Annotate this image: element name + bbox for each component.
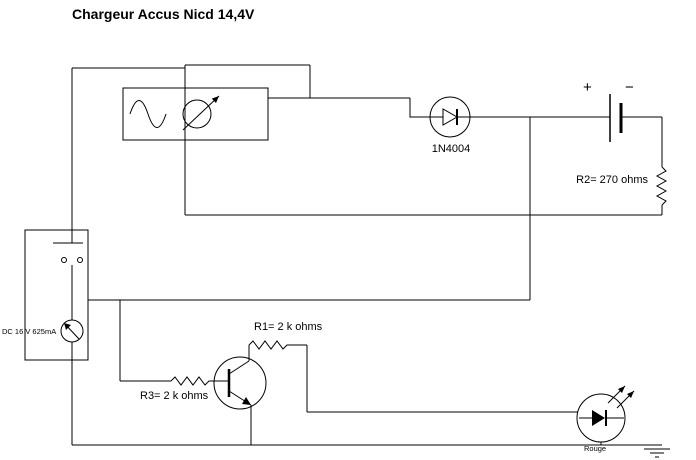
diode-body bbox=[429, 96, 471, 138]
led-color-label: Rouge bbox=[584, 444, 606, 453]
resistor-zigzag bbox=[248, 340, 291, 350]
adjust-arrow-line bbox=[182, 95, 220, 131]
transformer-box bbox=[122, 87, 269, 141]
r1-label: R1= 2 k ohms bbox=[254, 321, 323, 333]
button-contact-left bbox=[61, 257, 67, 263]
dc-input-enclosure bbox=[24, 229, 89, 361]
battery-minus-sign: − bbox=[625, 79, 634, 96]
resistor-zigzag bbox=[655, 166, 668, 206]
r2-label: R2= 270 ohms bbox=[576, 174, 648, 186]
resistor-r1: R1= 2 k ohms bbox=[248, 321, 323, 350]
ground-symbol bbox=[644, 448, 670, 458]
transformer bbox=[122, 87, 269, 141]
led-rouge: Rouge bbox=[576, 385, 635, 453]
page-title: Chargeur Accus Nicd 14,4V bbox=[72, 6, 255, 22]
transistor-body bbox=[213, 356, 267, 410]
battery: + − bbox=[583, 79, 634, 142]
ac-sine-icon bbox=[129, 100, 167, 128]
dc-connector bbox=[60, 319, 84, 343]
push-button bbox=[53, 242, 83, 263]
led-body bbox=[576, 393, 626, 443]
dc-arrowhead-icon bbox=[64, 323, 71, 330]
button-contact-right bbox=[77, 257, 83, 263]
regulator-symbol bbox=[182, 95, 220, 131]
regulator-dial-icon bbox=[182, 99, 212, 129]
led-emission-arrows bbox=[607, 385, 635, 409]
diode-label: 1N4004 bbox=[432, 143, 471, 155]
adjust-arrowhead-icon bbox=[211, 96, 219, 103]
circuit-wires bbox=[71, 64, 663, 446]
battery-plus-sign: + bbox=[583, 79, 592, 96]
led-arrowhead-icon bbox=[618, 386, 625, 393]
dc-input-label: DC 16 V 625mA bbox=[2, 327, 56, 336]
led-arrowhead-icon bbox=[627, 391, 634, 398]
transistor bbox=[213, 356, 267, 410]
resistor-r3: R3= 2 k ohms bbox=[140, 376, 213, 402]
resistor-zigzag bbox=[170, 376, 213, 386]
diode-1n4004: 1N4004 bbox=[429, 96, 471, 155]
r3-label: R3= 2 k ohms bbox=[140, 390, 209, 402]
dc-connector-body bbox=[60, 319, 84, 343]
diode-triangle-icon bbox=[442, 108, 459, 126]
emitter-arrowhead-icon bbox=[242, 397, 251, 405]
dc-input-section: DC 16 V 625mA bbox=[2, 229, 89, 361]
led-triangle-icon bbox=[592, 410, 605, 426]
transistor-collector-line bbox=[228, 360, 250, 375]
resistor-r2: R2= 270 ohms bbox=[576, 166, 668, 206]
